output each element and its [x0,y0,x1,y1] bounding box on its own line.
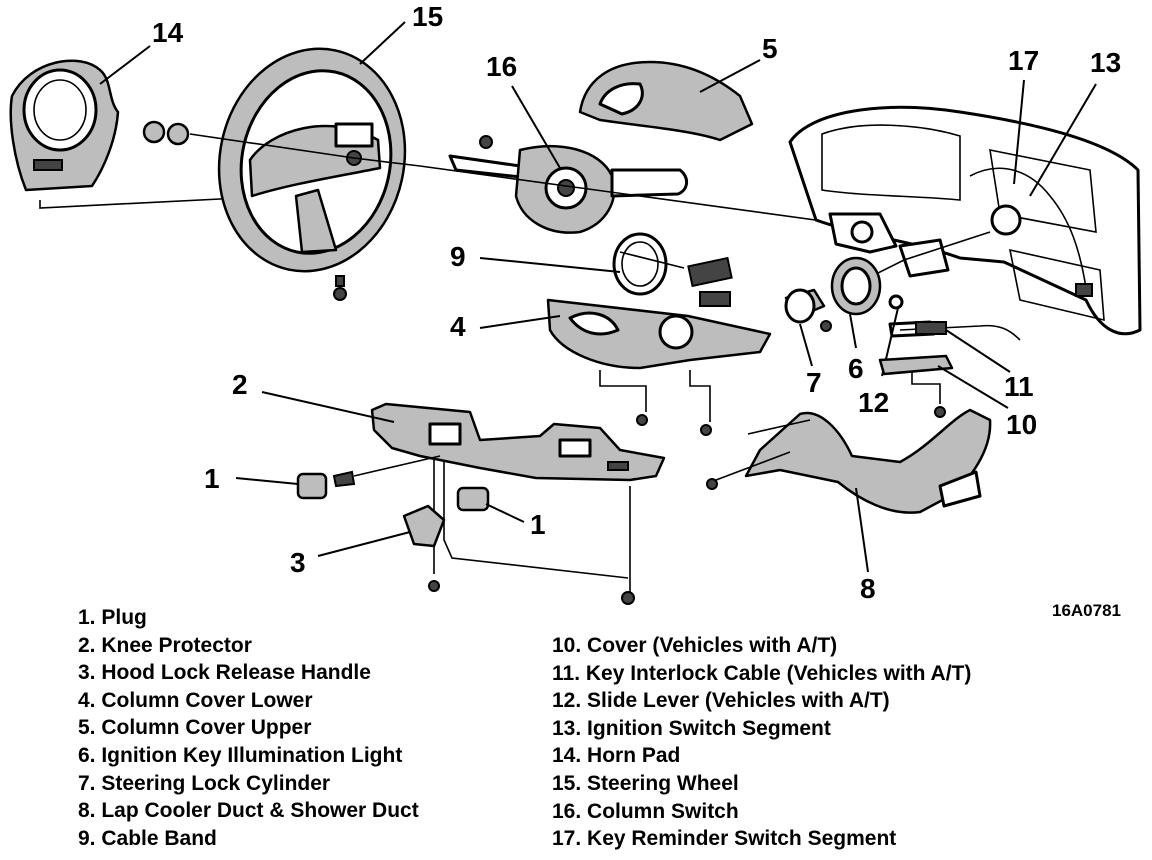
leader-4 [479,315,561,329]
legend-item: 2. Knee Protector [78,633,252,657]
legend-item: 16. Column Switch [552,799,739,823]
callout-5: 5 [762,33,778,64]
leader-5 [699,59,761,93]
plug-right-drawing [456,486,490,512]
callout-2: 2 [232,369,248,400]
legend-item: 3. Hood Lock Release Handle [78,661,371,685]
cover-lower-screws [636,414,712,436]
legend-item: 13. Ignition Switch Segment [552,716,831,740]
callout-4: 4 [450,311,466,342]
callout-9: 9 [450,241,466,272]
legend-item: 5. Column Cover Upper [78,716,312,740]
cover-lower-screws-bracket [599,370,711,422]
cover-drawing [878,354,954,418]
steering-wheel-drawing [217,47,407,273]
lock-cylinder-drawing [784,288,826,324]
callout-16: 16 [486,51,517,82]
duct-screw-line [715,419,811,481]
legend-item: 12. Slide Lever (Vehicles with A/T) [552,689,890,713]
leader-17 [1013,79,1025,185]
legend-item: 8. Lap Cooler Duct & Shower Duct [78,799,419,823]
legend-item: 7. Steering Lock Cylinder [78,771,331,795]
legend-item: 15. Steering Wheel [552,771,739,795]
callout-10: 10 [1006,409,1037,440]
legend-item: 17. Key Reminder Switch Segment [552,827,897,851]
legend-item: 14. Horn Pad [552,744,681,768]
callout-14: 14 [152,17,184,48]
wheel-axis-line [189,133,421,167]
knee-protector-screws [428,580,635,605]
callout-13: 13 [1090,47,1121,78]
leader-1-left [235,477,299,485]
column-cover-lower-drawing [546,298,772,370]
knee-protector-drawing [370,402,666,482]
leader-15 [359,21,406,65]
callout-15: 15 [412,1,443,32]
leader-6 [849,313,857,349]
duct-screw [706,478,718,490]
callout-1-left: 1 [204,463,220,494]
cover-bracket [911,372,941,404]
callout-12: 12 [858,387,889,418]
hood-release-drawing [402,504,446,548]
column-axis-line [419,165,831,223]
column-switch-drawing [448,135,688,234]
leader-8 [855,487,869,573]
leader-9 [479,257,621,273]
leader-10 [937,365,1009,409]
illumination-light-drawing [820,256,882,332]
interlock-cable-drawing [899,321,1021,341]
leader-1-right [485,503,525,523]
leader-11 [945,329,1011,373]
leader-14 [99,45,151,85]
legend-item: 6. Ignition Key Illumination Light [78,743,403,767]
leader-3 [317,531,411,557]
legend-right-column: 10. Cover (Vehicles with A/T) 11. Key In… [552,632,971,853]
legend-item: 10. Cover (Vehicles with A/T) [552,634,838,657]
callout-7: 7 [806,367,822,398]
lap-cooler-duct-drawing [744,408,992,514]
legend-item: 11. Key Interlock Cable (Vehicles with A… [552,661,972,685]
callout-3: 3 [290,547,306,578]
leader-7 [799,323,813,367]
column-cover-upper-drawing [578,60,754,142]
callout-1-right: 1 [530,509,546,540]
leader-14-base [39,197,241,209]
callout-17: 17 [1008,45,1039,76]
leader-2 [261,391,395,423]
plug-left-line [353,455,441,477]
legend-left-column: 1. Plug 2. Knee Protector 3. Hood Lock R… [78,604,419,852]
plug-left-drawing [296,470,356,500]
instrument-panel-drawing [788,105,1142,336]
ignition-switch-drawing [828,212,950,278]
legend-item: 1. Plug [78,606,147,629]
leader-13 [1029,83,1097,197]
legend-item: 9. Cable Band [78,826,217,850]
steering-wheel-bolt [333,275,347,301]
figure-code: 16A0781 [1052,601,1121,620]
callout-6: 6 [848,353,864,384]
callout-8: 8 [860,573,876,604]
horn-pad-drawing [9,59,120,192]
callout-11: 11 [1004,371,1034,402]
cable-band-drawing [612,232,733,307]
legend-item: 4. Column Cover Lower [78,688,313,712]
horn-pad-nuts [142,120,190,146]
leader-16 [511,85,561,169]
